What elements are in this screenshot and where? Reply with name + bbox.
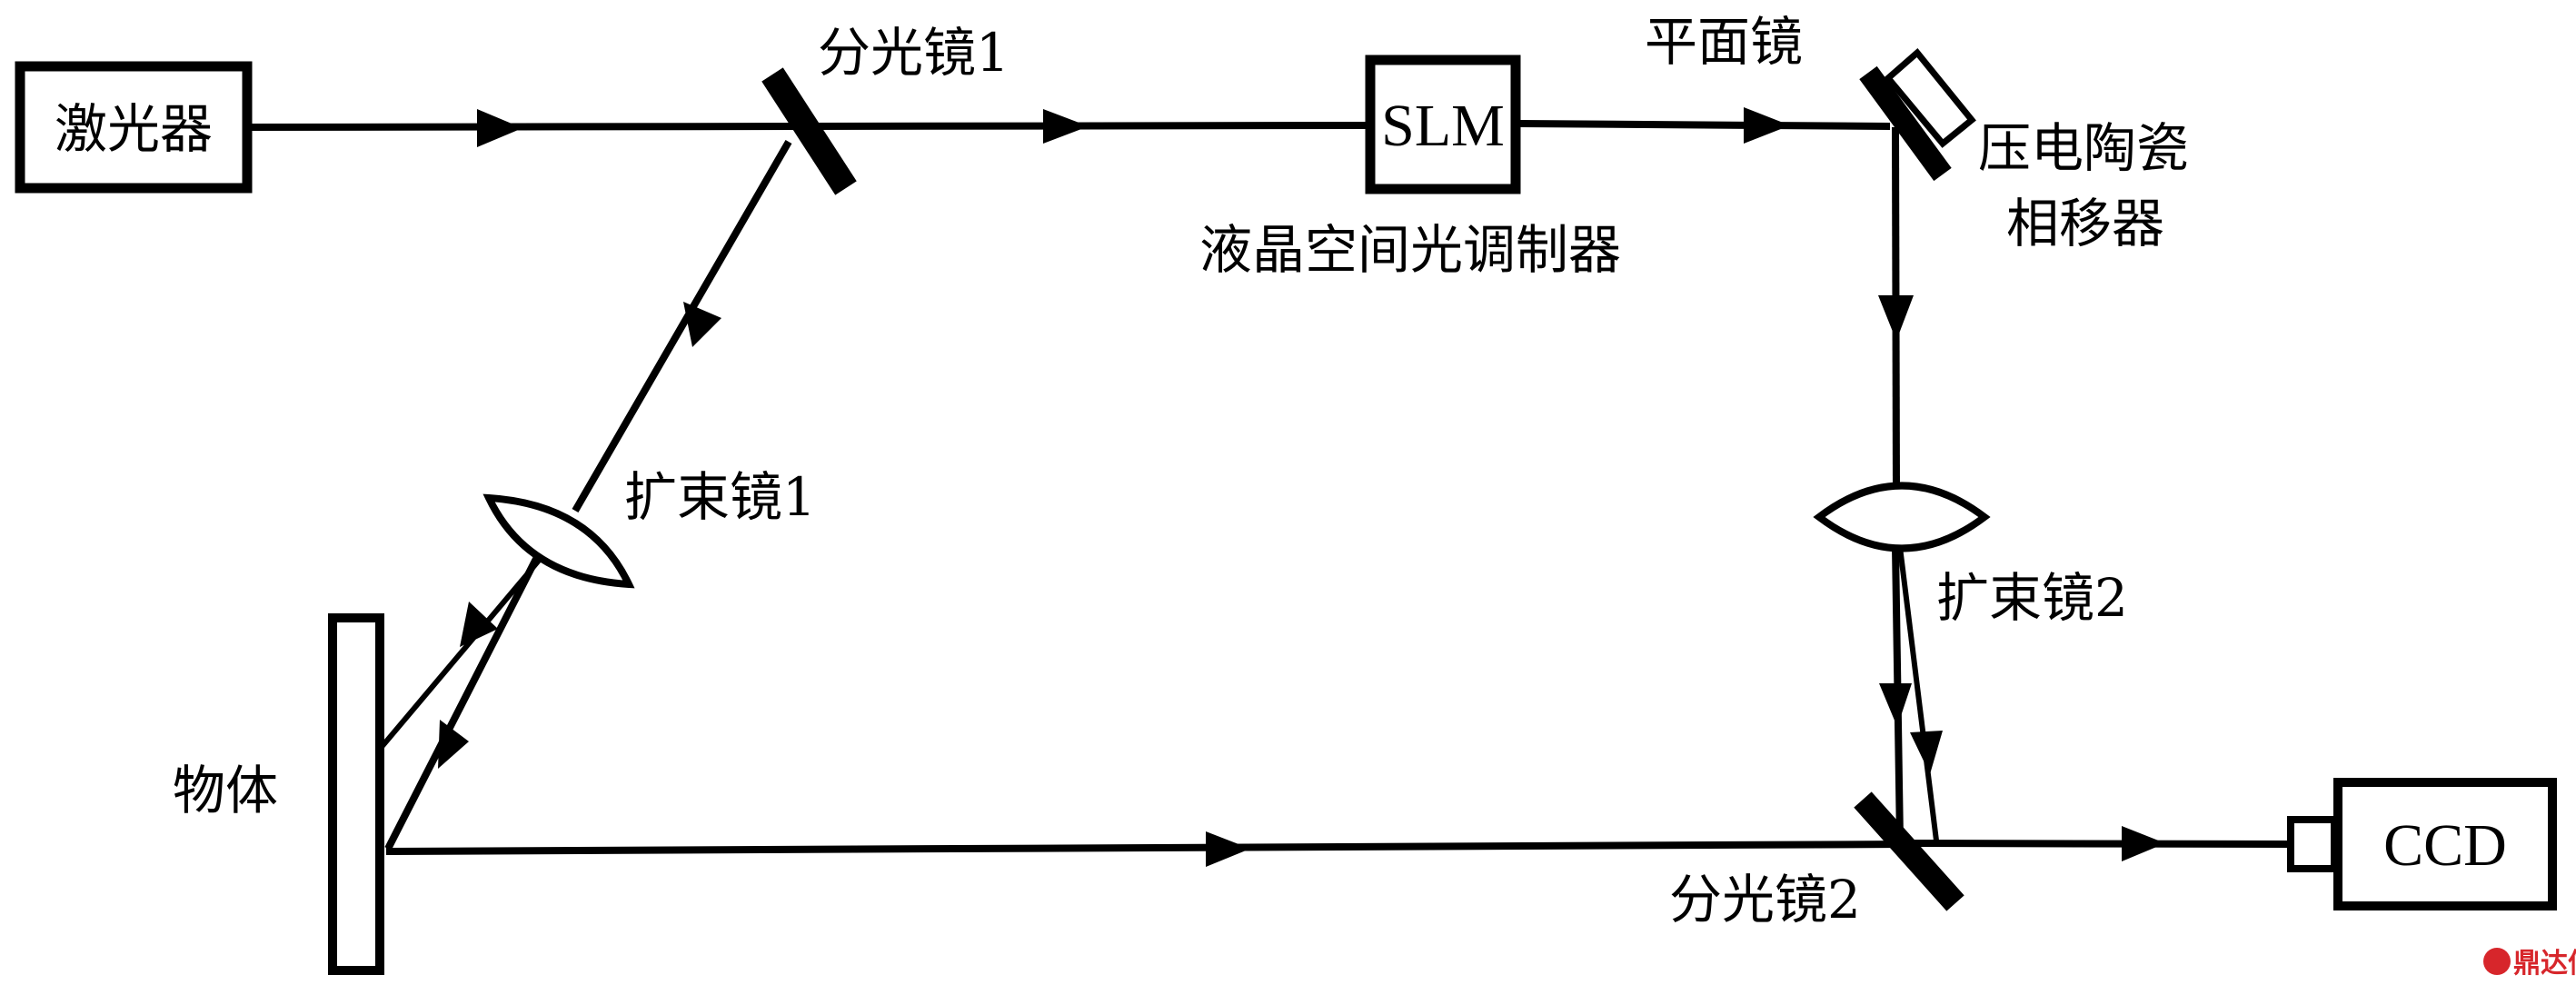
arrow-icon [1879, 683, 1912, 727]
plane-mirror-label: 平面镜 [1645, 11, 1803, 73]
arrow-icon [477, 109, 522, 147]
arrow-icon [1206, 831, 1250, 867]
arrow-icon [438, 720, 469, 769]
slm-caption: 液晶空间光调制器 [1199, 219, 1621, 281]
beam-expander-1 [482, 493, 635, 589]
beam-expander-2 [1813, 482, 1991, 552]
beam-splitter1-to-expander1 [572, 139, 792, 513]
beam-splitter-2 [1854, 791, 1964, 911]
piezo-label-line1: 压电陶瓷 [1978, 117, 2189, 179]
arrow-icon [1910, 731, 1943, 774]
arrow-icon [460, 602, 498, 647]
arrow-icon [1878, 295, 1914, 341]
piezo-phase-shifter [1884, 47, 1976, 148]
beam-splitter-1-label: 分光镜1 [818, 22, 1010, 84]
beam-splitter-2-label: 分光镜2 [1669, 869, 1861, 930]
arrow-icon [683, 302, 721, 347]
watermark: 鼎达信 [2513, 948, 2576, 980]
ccd-port [2287, 816, 2338, 872]
ccd-label: CCD [2383, 812, 2507, 879]
watermark-logo-icon [2483, 948, 2511, 975]
beam-expanded-obj-b [384, 557, 540, 851]
plane-mirror [1859, 65, 1952, 182]
object-plate [328, 613, 384, 975]
slm-label: SLM [1381, 93, 1505, 159]
beam-object-to-splitter2 [385, 841, 1909, 855]
beam-expanded-obj-a [379, 554, 545, 749]
object-label: 物体 [173, 760, 278, 821]
beam-expander-2-label: 扩束镜2 [1936, 567, 2128, 629]
beam-splitter-1 [761, 67, 857, 195]
laser-box [15, 61, 253, 194]
arrow-icon [1744, 107, 1790, 144]
arrow-icon [1043, 109, 1089, 144]
piezo-label-line2: 相移器 [2006, 193, 2164, 254]
arrow-icon [2122, 826, 2165, 861]
laser-label: 激光器 [55, 98, 213, 160]
beam-expander-1-label: 扩束镜1 [624, 466, 816, 528]
beam-expanded-ref-b [1897, 546, 1939, 841]
slm-box [1365, 55, 1521, 194]
beam-to-ccd [1907, 840, 2291, 848]
beam-slm-to-mirror [1518, 120, 1891, 130]
ccd-box [2333, 778, 2557, 910]
